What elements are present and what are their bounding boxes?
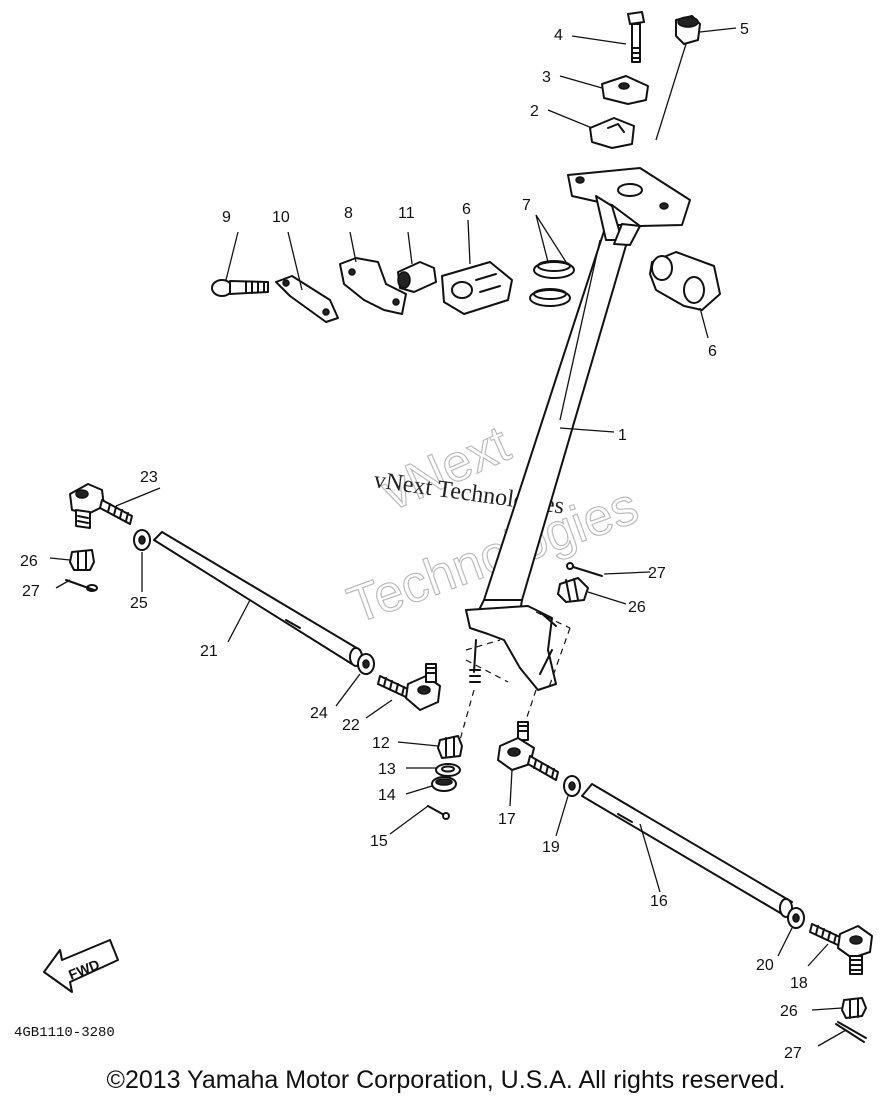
drawing-code: 4GB1110-3280: [14, 1025, 115, 1041]
callout-16: 16: [650, 893, 668, 910]
castle-nut-26-left: [69, 549, 95, 571]
callout-9: 9: [222, 209, 231, 226]
cap-5: [655, 15, 701, 141]
callout-22: 22: [342, 717, 360, 734]
callout-24: 24: [310, 705, 328, 722]
callout-labels: 1 2 3 4 5 6 6 7 8 9 10 11 12 13 14 15 16…: [20, 21, 808, 1062]
plate-10: [275, 275, 339, 323]
callout-26-mid: 26: [628, 599, 646, 616]
plate-8: [339, 257, 407, 315]
nut-20: [787, 907, 805, 929]
callout-17: 17: [498, 811, 516, 828]
castle-nut-12: [437, 735, 463, 759]
watermark: vNext Technologies vNext Technologies: [340, 414, 646, 636]
callout-4: 4: [554, 27, 563, 44]
shaft-holder-left: [441, 261, 513, 315]
callout-1: 1: [618, 427, 627, 444]
callout-3: 3: [542, 69, 551, 86]
callout-8: 8: [344, 205, 353, 222]
castle-nut-26-right: [841, 997, 867, 1019]
callout-18: 18: [790, 975, 808, 992]
bushings-7: [529, 260, 575, 307]
bolt-4: [627, 11, 645, 63]
bolt-9: [211, 279, 269, 297]
assembly-guides: [459, 611, 571, 741]
callout-14: 14: [378, 787, 396, 804]
callout-26-right: 26: [780, 1003, 798, 1020]
callout-5: 5: [740, 21, 749, 38]
callout-20: 20: [756, 957, 774, 974]
tie-rod-end-23: [69, 483, 133, 529]
fwd-arrow-icon: FWD: [43, 939, 119, 993]
nut-24: [357, 653, 375, 675]
cotter-pin-27-mid: [566, 562, 603, 577]
tie-rod-16: [581, 783, 793, 918]
callout-25: 25: [130, 595, 148, 612]
shaft-holder-right: [649, 251, 721, 311]
cotter-pin-27-right: [835, 1021, 867, 1043]
callout-27-left: 27: [22, 583, 40, 600]
washer-13: [435, 763, 461, 777]
callout-13: 13: [378, 761, 396, 778]
handlebar-holder-upper: [601, 75, 649, 105]
cotter-pin-27-left: [65, 579, 98, 592]
callout-6-top: 6: [462, 201, 471, 218]
callout-7: 7: [522, 197, 531, 214]
callout-10: 10: [272, 209, 290, 226]
callout-2: 2: [530, 103, 539, 120]
handlebar-holder-lower: [589, 117, 635, 149]
callout-27-mid: 27: [648, 565, 666, 582]
tie-rod-end-17: [497, 721, 559, 781]
steering-assembly-drawing: vNext Technologies vNext Technologies: [14, 11, 873, 1062]
callout-26-left: 26: [20, 553, 38, 570]
tie-rod-end-22: [377, 663, 441, 711]
callout-19: 19: [542, 839, 560, 856]
callout-12: 12: [372, 735, 390, 752]
nut-19: [563, 775, 581, 797]
collar-11: [397, 261, 437, 293]
callout-11: 11: [398, 205, 415, 222]
top-bracket: [567, 167, 691, 246]
callout-15: 15: [370, 833, 388, 850]
callout-27-right: 27: [784, 1045, 802, 1060]
callout-23: 23: [140, 469, 158, 486]
tie-rod-21: [153, 531, 363, 667]
nut-25: [133, 529, 151, 551]
tie-rod-end-18: [809, 923, 873, 975]
cotter-pin-15: [427, 805, 450, 820]
castle-nut-26-mid: [557, 577, 589, 603]
callout-21: 21: [200, 643, 218, 660]
washer-14: [431, 776, 457, 792]
callout-6-right: 6: [708, 343, 717, 360]
leader-lines: [49, 27, 847, 1047]
copyright-notice: ©2013 Yamaha Motor Corporation, U.S.A. A…: [106, 1066, 786, 1094]
